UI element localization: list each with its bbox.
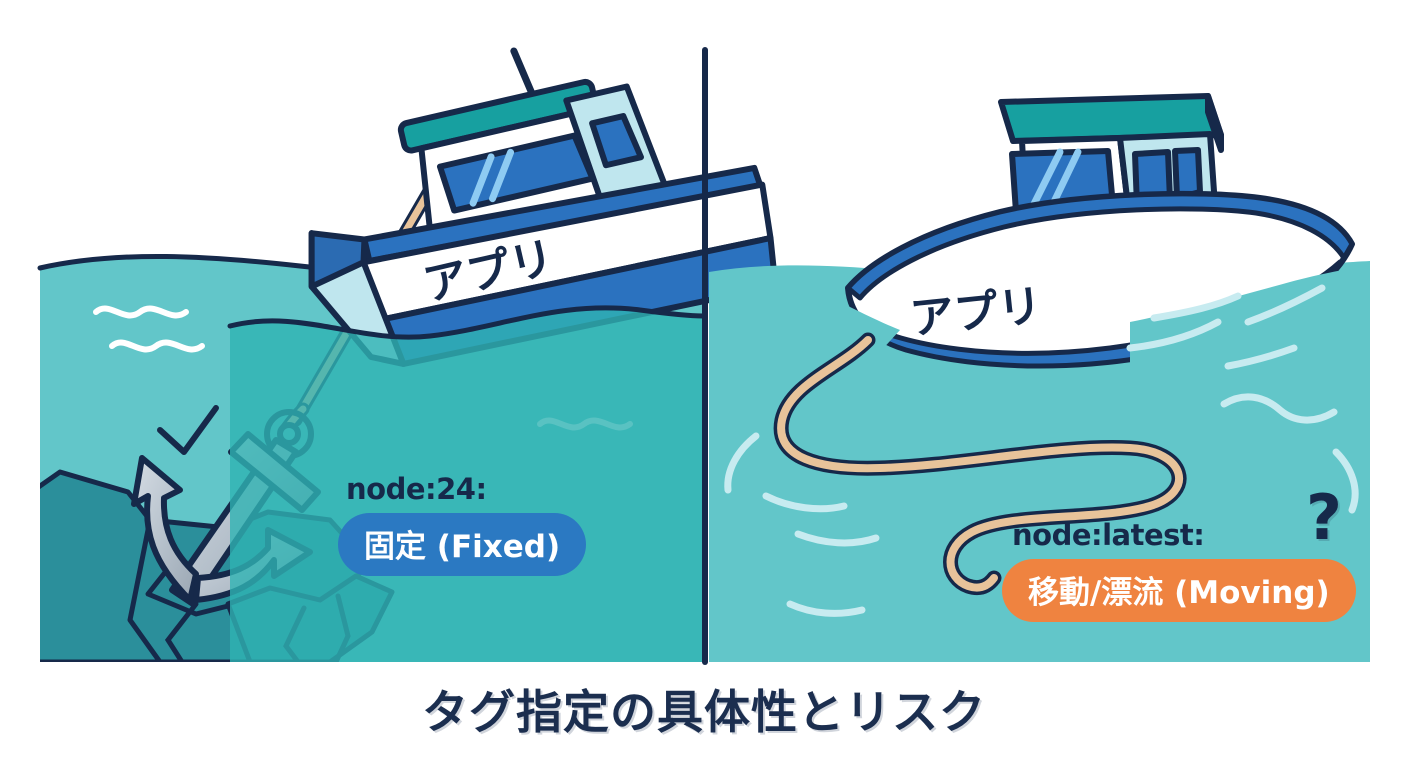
left-status-badge: 固定 (Fixed) <box>338 513 587 576</box>
left-code-label: node:24: <box>346 472 487 506</box>
figure-title-wrap: タグ指定の具体性とリスク <box>0 676 1408 742</box>
right-code-label: node:latest: <box>1012 518 1205 552</box>
question-mark-icon: ? <box>1306 481 1342 554</box>
left-waterline-overlay <box>227 305 703 662</box>
figure-title: タグ指定の具体性とリスク <box>422 685 986 739</box>
loose-rope <box>773 332 1187 596</box>
boat-left: アプリ <box>308 47 779 367</box>
checkmark-icon <box>157 405 219 455</box>
left-panel-group: アプリ <box>37 47 779 662</box>
right-status-badge: 移動/漂流 (Moving) <box>1002 559 1356 622</box>
